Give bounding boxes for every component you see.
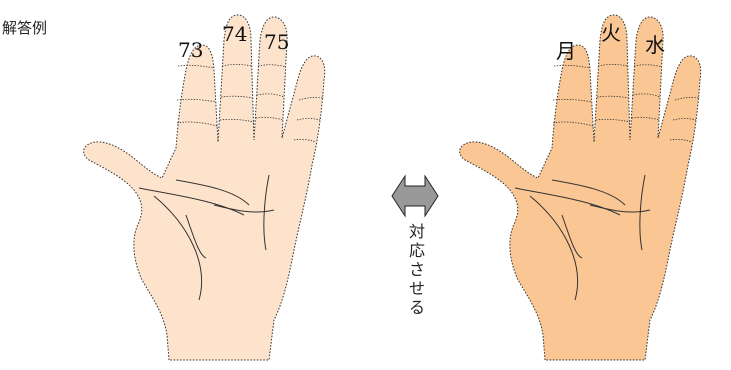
correspondence-label-char: 応 xyxy=(404,241,430,260)
left-finger-label-2: 74 xyxy=(222,22,247,46)
correspondence-label-char: る xyxy=(404,298,430,317)
correspondence-label-char: さ xyxy=(404,260,430,279)
caption: 解答例 xyxy=(2,17,47,38)
left-hand: 73 74 75 xyxy=(84,15,325,360)
right-finger-label-3: 水 xyxy=(645,33,665,57)
correspondence-label-char: 対 xyxy=(404,222,430,241)
bidirectional-arrow-icon xyxy=(392,176,438,216)
left-finger-label-3: 75 xyxy=(264,30,289,54)
left-finger-label-1: 73 xyxy=(178,38,203,62)
right-finger-label-2: 火 xyxy=(601,21,621,45)
right-finger-label-1: 月 xyxy=(556,39,576,63)
right-hand: 月 火 水 xyxy=(460,15,701,360)
correspondence-label-char: せ xyxy=(404,279,430,298)
correspondence-label: 対 応 さ せ る xyxy=(404,222,430,317)
